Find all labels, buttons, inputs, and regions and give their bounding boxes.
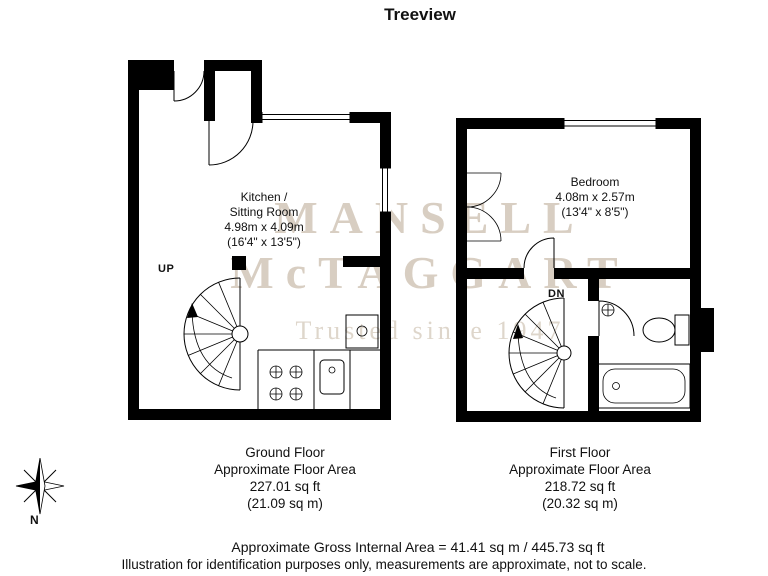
ground-floor-room-label: Kitchen / Sitting Room 4.98m x 4.09m (16…: [184, 190, 344, 250]
kitchen-fixtures: [257, 314, 380, 409]
caption-line: Approximate Floor Area: [214, 462, 356, 477]
room-label-line: 4.08m x 2.57m: [555, 190, 635, 204]
caption-line: Ground Floor: [245, 445, 325, 460]
caption-line: 218.72 sq ft: [544, 479, 616, 494]
toilet-cistern: [674, 314, 690, 346]
first-floor-doors: [466, 172, 635, 337]
watermark: MANSELL McTAGGART Trusted since 1947: [230, 190, 629, 346]
page-title: Treeview: [384, 5, 456, 24]
caption-line: First Floor: [549, 445, 611, 460]
bathroom-fixtures: [597, 303, 691, 409]
stairs-up-label: UP: [158, 263, 175, 275]
first-floor-room-label: Bedroom 4.08m x 2.57m (13'4" x 8'5"): [515, 175, 675, 220]
spiral-staircase-down: [508, 297, 572, 409]
caption-line: (21.09 sq m): [247, 496, 323, 511]
compass-north-label: N: [30, 513, 39, 527]
caption-line: 227.01 sq ft: [249, 479, 321, 494]
appliance: [345, 314, 379, 349]
gross-internal-area-text: Approximate Gross Internal Area = 41.41 …: [231, 539, 605, 555]
ground-floor-plan: [128, 60, 391, 420]
sink: [319, 359, 345, 395]
ground-floor-doors: [173, 70, 254, 166]
room-label-line: 4.98m x 4.09m: [224, 220, 304, 234]
room-label-line: Sitting Room: [229, 205, 299, 219]
caption-line: (20.32 sq m): [542, 496, 618, 511]
room-label-line: Bedroom: [570, 175, 620, 189]
first-floor-caption: First Floor Approximate Floor Area 218.7…: [460, 444, 700, 512]
compass-icon: [15, 458, 65, 515]
disclaimer-text: Illustration for identification purposes…: [121, 557, 647, 572]
first-floor-windows: [563, 118, 657, 129]
watermark-line-2: McTAGGART: [230, 247, 630, 298]
room-label-line: (16'4" x 13'5"): [227, 235, 301, 249]
ground-floor-caption: Ground Floor Approximate Floor Area 227.…: [165, 444, 405, 512]
first-floor-plan: [456, 118, 714, 422]
toilet-bowl: [642, 317, 676, 343]
first-floor-walls: [456, 118, 714, 422]
bath-tub: [597, 363, 691, 409]
spiral-staircase-up: [183, 277, 249, 391]
room-label-line: Kitchen /: [240, 190, 288, 204]
ground-floor-windows: [261, 112, 391, 213]
stairs-down-label: DN: [548, 288, 565, 300]
watermark-line-1: MANSELL: [274, 192, 586, 243]
caption-line: Approximate Floor Area: [509, 462, 651, 477]
room-label-line: (13'4" x 8'5"): [561, 205, 629, 219]
